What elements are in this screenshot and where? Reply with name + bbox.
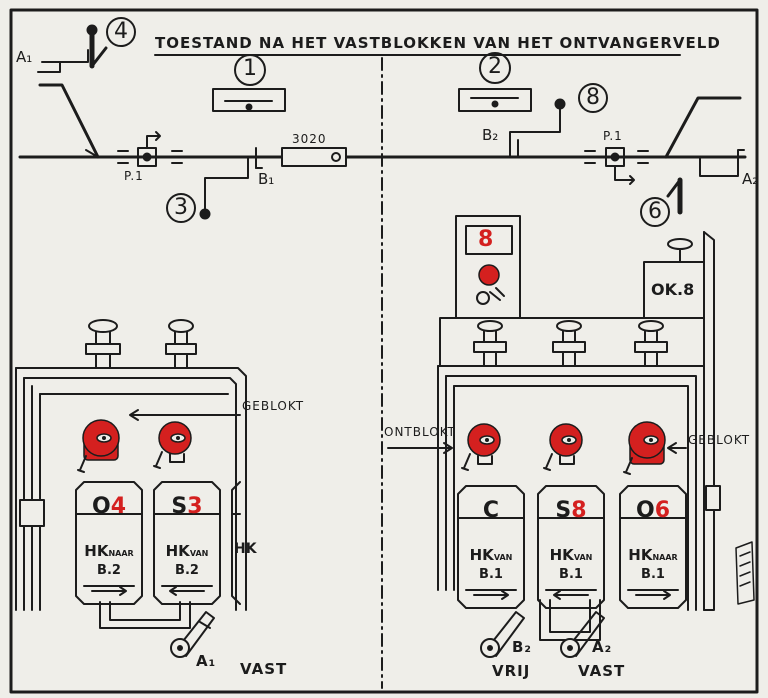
- left-card-2: S3 HKVAN B.2: [152, 484, 222, 606]
- right-knobs: [473, 320, 668, 367]
- crank: [735, 541, 755, 605]
- lever-b2-state: VRIJ: [492, 662, 531, 680]
- right-red-lamp-1: [461, 423, 501, 471]
- lever-a2: [560, 611, 605, 658]
- callout-8: 8: [586, 85, 600, 110]
- card-hk: HK: [165, 542, 190, 560]
- callout-1: 1: [243, 56, 257, 81]
- signal-a1-lines: [37, 49, 89, 73]
- signal-b1-lines: [204, 156, 249, 213]
- right-red-lamp-2: [543, 423, 583, 471]
- callout-6: 6: [648, 199, 662, 224]
- frame-border: [9, 8, 759, 694]
- point-right-label: P.1: [603, 129, 623, 143]
- card-letter: S: [171, 494, 188, 519]
- right-card-2: S8 HKVAN B.1: [536, 488, 606, 610]
- lever-a2-label: A₂: [592, 638, 613, 656]
- callout-4: 4: [114, 19, 128, 44]
- card-hk-sub: VAN: [189, 549, 209, 558]
- signal-b2-lines: [509, 105, 561, 158]
- card-hk: HK: [469, 546, 494, 564]
- left-red-lamp-2: [153, 421, 192, 469]
- card-letter: O: [635, 498, 655, 523]
- lever-a1-label: A₁: [196, 652, 217, 670]
- callout-2: 2: [488, 54, 502, 79]
- left-geblokt-arrow: [129, 409, 241, 421]
- right-card-outlines: [457, 485, 687, 609]
- right-red-lamp-3: [623, 421, 666, 475]
- right-card-1: C HKVAN B.1: [456, 488, 526, 610]
- card-number: 8: [571, 498, 587, 523]
- card-hk-sub: NAAR: [108, 549, 134, 558]
- card-block: B.2: [97, 563, 121, 578]
- left-knobs: [85, 319, 197, 369]
- callout-circle-1: [234, 54, 266, 86]
- card-block: B.1: [641, 567, 665, 582]
- card-block: B.2: [175, 563, 199, 578]
- display-number: 8: [478, 227, 494, 252]
- callout-circle-8: [578, 83, 608, 113]
- card-hk-sub: VAN: [573, 553, 593, 562]
- left-card-outlines: [75, 481, 241, 605]
- point-left-label: P.1: [124, 169, 144, 183]
- signal-a2-label: A₂: [742, 170, 759, 188]
- card-block: B.1: [479, 567, 503, 582]
- lever-b2-label: B₂: [512, 638, 533, 656]
- right-card-3: O6 HKNAAR B.1: [618, 488, 688, 610]
- turnout-left: [38, 83, 100, 159]
- card-letter: S: [555, 498, 572, 523]
- card-hk-sub: VAN: [493, 553, 513, 562]
- ontblokt-arrow: [387, 442, 453, 454]
- ontblokt-label: ONTBLOKT: [384, 425, 456, 439]
- right-display-box: [455, 215, 521, 319]
- lever-a2-state: VAST: [578, 662, 626, 680]
- signal-b1-label: B₁: [258, 170, 275, 188]
- callout-circle-6: [640, 197, 670, 227]
- card-hk: HK: [549, 546, 574, 564]
- signal-b2-label: B₂: [482, 126, 499, 144]
- card-number: 3: [187, 494, 203, 519]
- card-letter: C: [482, 498, 500, 523]
- lever-a1-state: VAST: [240, 660, 288, 678]
- card-hk: HK: [84, 542, 109, 560]
- callout-3: 3: [174, 195, 188, 220]
- card-number: 6: [654, 498, 670, 523]
- lever-b2: [480, 611, 525, 658]
- signal-a1-label: A₁: [16, 48, 33, 66]
- left-geblokt-label: GEBLOKT: [242, 399, 305, 413]
- left-card-3-partial: HK: [234, 541, 257, 557]
- callout-circle-4: [106, 17, 136, 47]
- right-geblokt-arrow: [667, 442, 687, 454]
- card-letter: O: [91, 494, 111, 519]
- block-instrument-2: [458, 88, 532, 112]
- card-hk: HK: [628, 546, 653, 564]
- card-number: 4: [110, 494, 126, 519]
- left-panel-frame: [15, 367, 247, 629]
- signal-a2-lines: [699, 149, 745, 177]
- callout-circle-3: [166, 193, 196, 223]
- ok-label: OK.8: [651, 280, 695, 299]
- train-box: [281, 147, 347, 167]
- turnout-right: [664, 96, 742, 159]
- card-hk-sub: NAAR: [652, 553, 678, 562]
- card-block: B.1: [559, 567, 583, 582]
- left-lever: [170, 611, 215, 658]
- left-red-lamp-1: [77, 419, 120, 473]
- diagram-title: TOESTAND NA HET VASTBLOKKEN VAN HET ONTV…: [155, 34, 721, 52]
- ok-box: [643, 238, 705, 319]
- callout-circle-2: [479, 52, 511, 84]
- block-instrument-1: [212, 88, 286, 112]
- right-geblokt-label: GEBLOKT: [688, 433, 751, 447]
- left-card-1: O4 HKNAAR B.2: [74, 484, 144, 606]
- train-number: 3020: [292, 132, 327, 146]
